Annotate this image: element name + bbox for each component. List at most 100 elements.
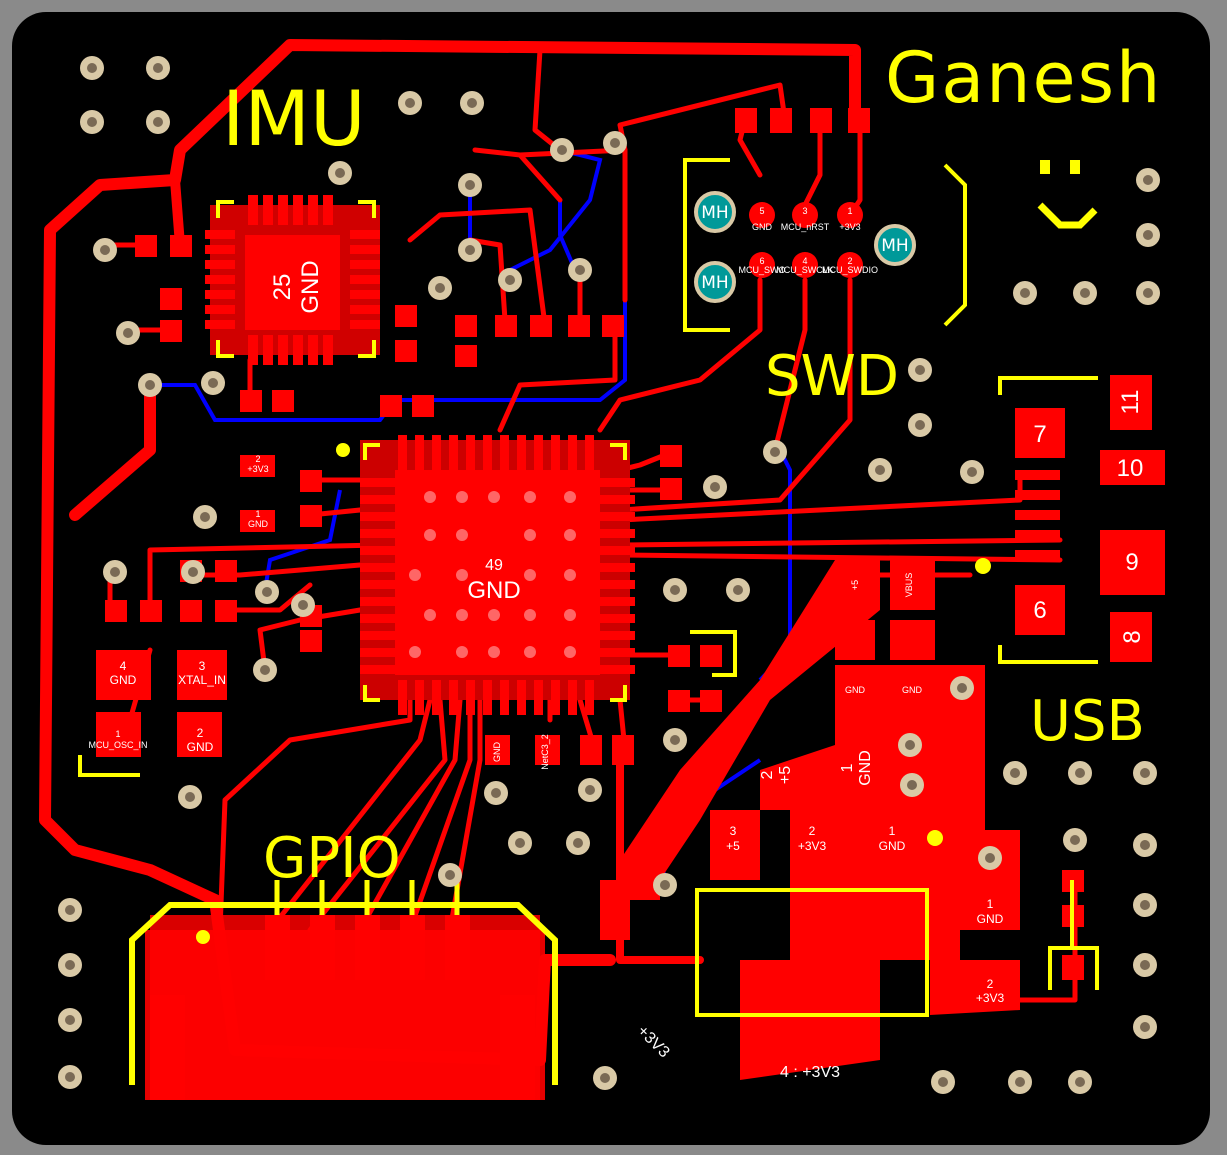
- silkscreen-labels: Ganesh IMU SWD USB GPIO: [222, 37, 1162, 891]
- xtal-pin2-num: 2: [197, 726, 204, 740]
- reg-pin1c-num: 1: [987, 897, 994, 911]
- reg-pin2-net: +5: [777, 766, 794, 784]
- gpio-connector: [129, 880, 558, 1100]
- via-hole: [573, 838, 583, 848]
- usb-pin-6: 6: [1033, 597, 1046, 624]
- mcu-pin: [585, 435, 594, 470]
- via-hole: [733, 585, 743, 595]
- reg-pin3-net: +5: [726, 839, 740, 853]
- swd-pin-net-2: MCU_SWDIO: [822, 265, 878, 275]
- imu-chip: 25 GND: [205, 168, 380, 365]
- via-hole: [1140, 900, 1150, 910]
- via-hole: [875, 465, 885, 475]
- reg-pin3-num: 3: [730, 824, 737, 838]
- mcu-pin: [600, 478, 635, 487]
- vias: [58, 56, 1160, 1094]
- smd-pads: [96, 108, 1084, 980]
- reg-pin1b-num: 1: [889, 824, 896, 838]
- swd-pin-num-4: 4: [802, 256, 807, 266]
- xtal-pin3-num: 3: [199, 659, 206, 673]
- reg-tab-label: 4 : +3V3: [780, 1064, 840, 1081]
- via-hole: [1143, 230, 1153, 240]
- reg-pin2-num: 2: [759, 770, 776, 779]
- via-hole: [670, 585, 680, 595]
- mcu-pin: [360, 495, 395, 504]
- via-hole: [575, 265, 585, 275]
- via-hole: [465, 180, 475, 190]
- reg-pin2b-num: 2: [809, 824, 816, 838]
- mcu-pin: [360, 665, 395, 674]
- via-hole: [87, 63, 97, 73]
- mcu-pin: [600, 546, 635, 555]
- mcu-pin: [415, 435, 424, 470]
- mcu-chip: 49 GND: [336, 435, 635, 715]
- via-hole: [710, 482, 720, 492]
- mcu-pin: [600, 648, 635, 657]
- via-hole: [153, 63, 163, 73]
- via-hole: [1143, 288, 1153, 298]
- mcu-center-net: GND: [467, 577, 520, 604]
- swd-connector: MH MH MH 5 GND 3 MCU_nRST 1 +3V3 6 MCU_S…: [683, 158, 967, 332]
- reg-pin1b-net: GND: [879, 839, 906, 853]
- mcu-pin: [517, 680, 526, 715]
- via-hole: [1140, 1022, 1150, 1032]
- via-hole: [200, 512, 210, 522]
- imu-center-net: GND: [297, 260, 324, 313]
- via-hole: [467, 98, 477, 108]
- mcu-pin: [398, 680, 407, 715]
- cap-a-net: +3V3: [247, 464, 268, 474]
- via-hole: [1080, 288, 1090, 298]
- mcu-pin: [466, 680, 475, 715]
- board-title: Ganesh: [885, 37, 1162, 119]
- via-hole: [208, 378, 218, 388]
- mcu-pin: [600, 512, 635, 521]
- reg-pin1c-net: GND: [977, 912, 1004, 926]
- via-hole: [1075, 768, 1085, 778]
- mcu-pin: [360, 614, 395, 623]
- via-hole: [585, 785, 595, 795]
- usb-pin-7: 7: [1033, 421, 1046, 448]
- usb-sig-1: +5: [850, 580, 860, 590]
- via-hole: [491, 788, 501, 798]
- via-hole: [188, 567, 198, 577]
- via-hole: [610, 138, 620, 148]
- via-hole: [298, 600, 308, 610]
- via-hole: [262, 587, 272, 597]
- mcu-pin: [360, 478, 395, 487]
- label-gpio: GPIO: [263, 826, 401, 891]
- mcu-pin: [432, 680, 441, 715]
- mcu-pin: [568, 435, 577, 470]
- cap-b-num: 1: [255, 509, 260, 519]
- cap-b-net: GND: [248, 519, 269, 529]
- via-hole: [907, 780, 917, 790]
- xtal-pin4-num: 4: [120, 659, 127, 673]
- usb-pin-9: 9: [1125, 549, 1138, 576]
- swd-pin-net-6: MCU_SWO: [739, 265, 786, 275]
- via-hole: [1140, 960, 1150, 970]
- mcu-pin: [483, 680, 492, 715]
- via-hole: [670, 735, 680, 745]
- xtal-pin3-net: XTAL_IN: [178, 673, 226, 687]
- reg-pin2c-num: 2: [987, 977, 994, 991]
- swd-pin-net-3: MCU_nRST: [781, 222, 830, 232]
- smiley-icon: [1037, 160, 1098, 229]
- via-hole: [1070, 835, 1080, 845]
- mount-hole-label-1: MH: [701, 203, 728, 223]
- via-hole: [660, 880, 670, 890]
- mcu-pin: [360, 631, 395, 640]
- swd-pin-num-3: 3: [802, 206, 807, 216]
- via-hole: [405, 98, 415, 108]
- mcu-pin: [500, 435, 509, 470]
- mcu-pin: [600, 580, 635, 589]
- mcu-pin: [534, 435, 543, 470]
- via-hole: [65, 1072, 75, 1082]
- reg-pin1-num: 1: [839, 763, 856, 772]
- mcu-pin: [600, 665, 635, 674]
- mount-hole-label-2: MH: [701, 273, 728, 293]
- via-hole: [985, 853, 995, 863]
- mcu-pin: [360, 546, 395, 555]
- usb-pin-11: 11: [1117, 390, 1144, 415]
- usb-pin-10: 10: [1117, 455, 1144, 482]
- mcu-pin: [398, 435, 407, 470]
- swd-pin-num-5: 5: [759, 206, 764, 216]
